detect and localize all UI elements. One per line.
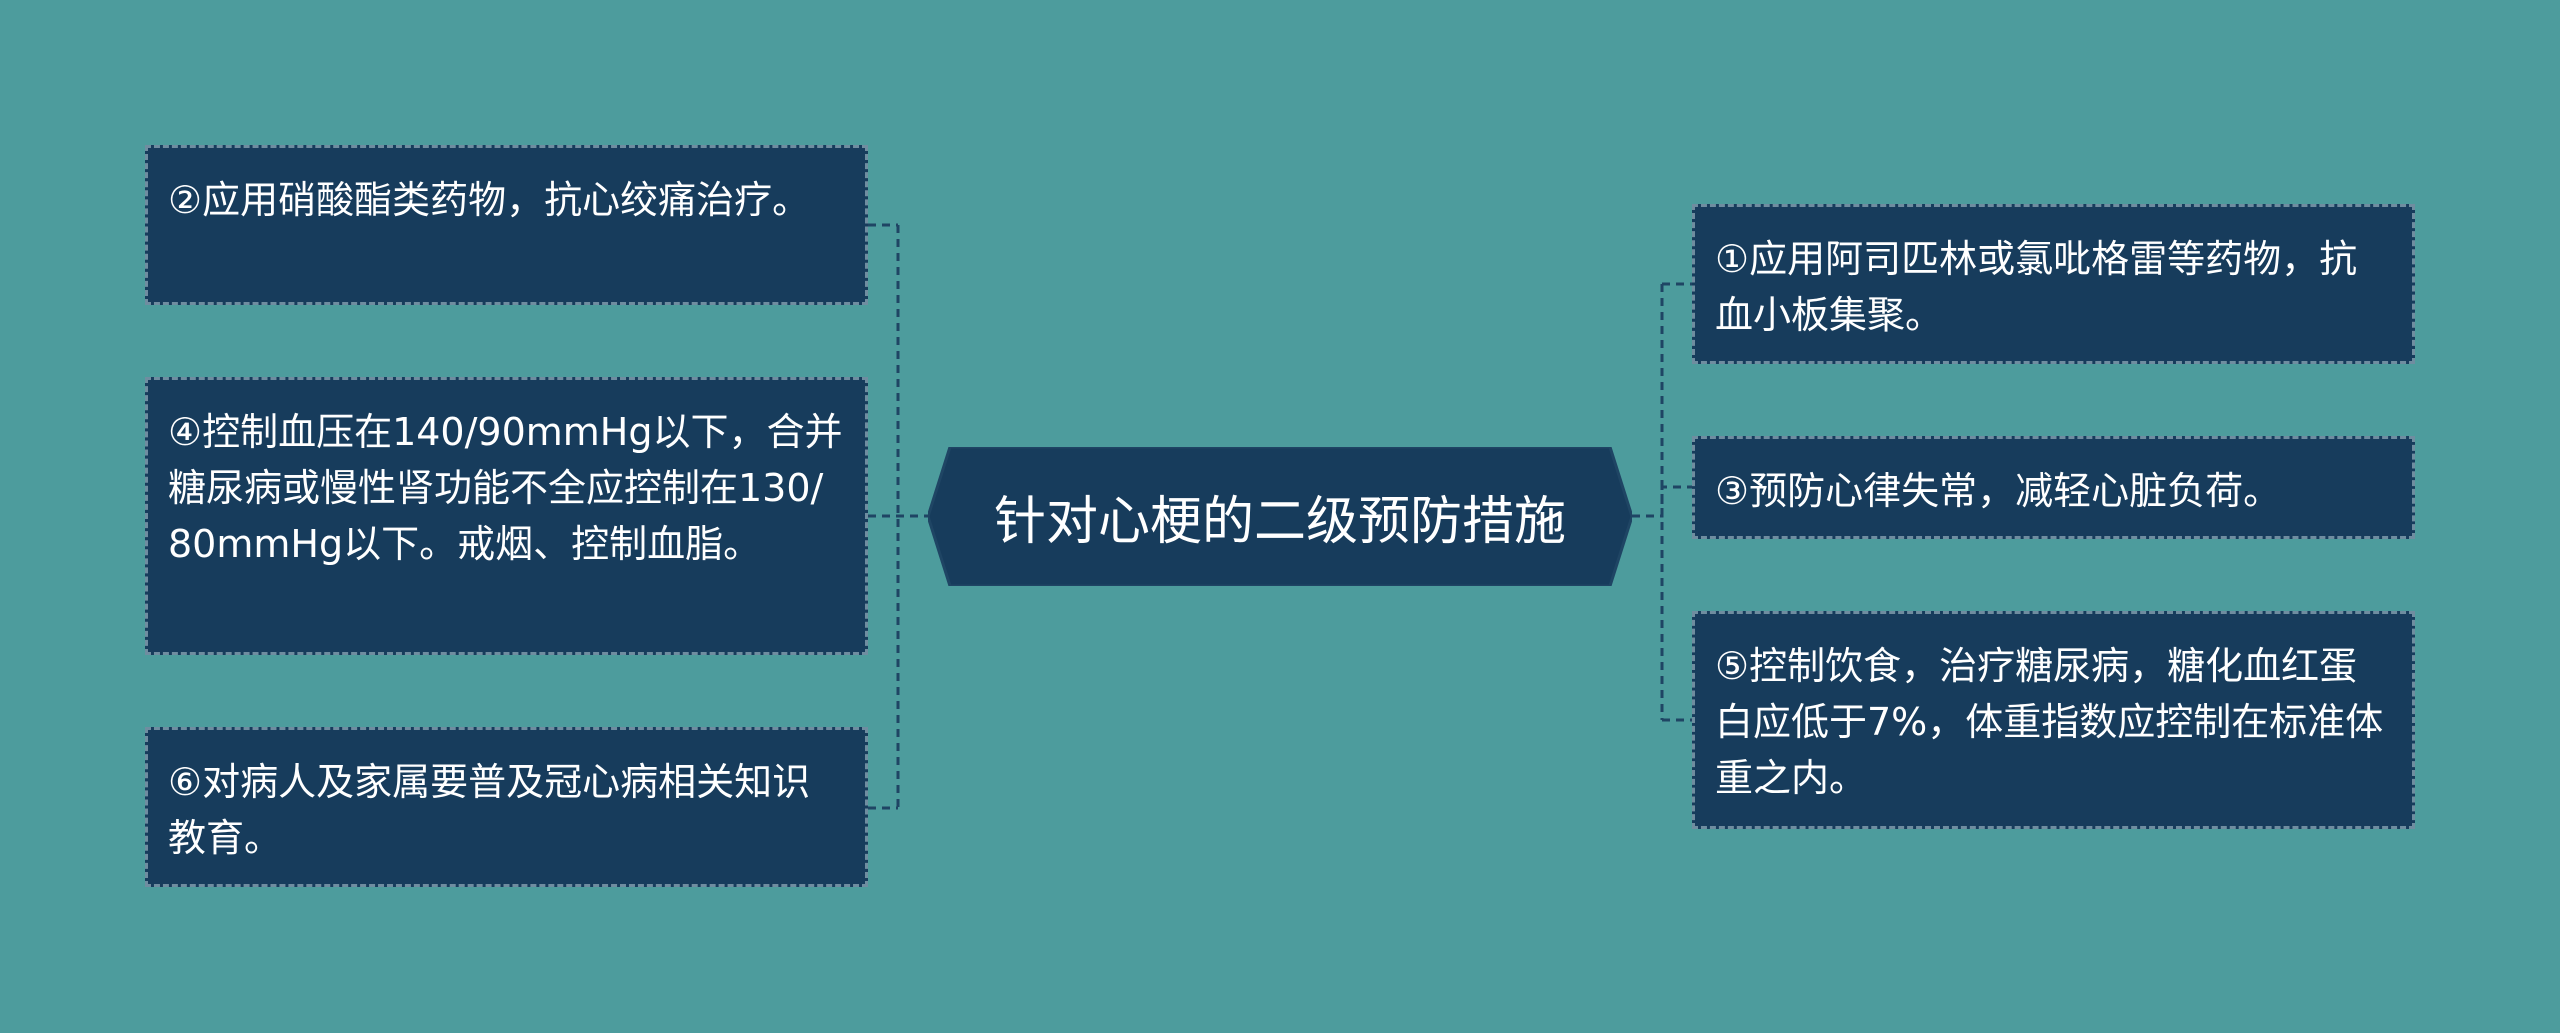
branch-node-left-1[interactable]: ②应用硝酸酯类药物，抗心绞痛治疗。 [145,145,868,305]
central-topic-node[interactable]: 针对心梗的二级预防措施 [928,447,1632,586]
branch-text: ⑥对病人及家属要普及冠心病相关知识教育。 [168,760,811,860]
branch-node-right-1[interactable]: ①应用阿司匹林或氯吡格雷等药物，抗血小板集聚。 [1692,204,2415,364]
branch-text: ④控制血压在140/90mmHg以下，合并糖尿病或慢性肾功能不全应控制在130/… [168,410,843,566]
branch-node-right-3[interactable]: ⑤控制饮食，治疗糖尿病，糖化血红蛋白应低于7%，体重指数应控制在标准体重之内。 [1692,611,2415,829]
branch-node-left-3[interactable]: ⑥对病人及家属要普及冠心病相关知识教育。 [145,727,868,887]
central-topic-title: 针对心梗的二级预防措施 [993,492,1566,552]
branch-node-right-2[interactable]: ③预防心律失常，减轻心脏负荷。 [1692,436,2415,539]
branch-text: ②应用硝酸酯类药物，抗心绞痛治疗。 [168,178,811,222]
branch-text: ①应用阿司匹林或氯吡格雷等药物，抗血小板集聚。 [1715,237,2358,337]
central-topic-hexagon [928,447,1632,586]
branch-node-left-2[interactable]: ④控制血压在140/90mmHg以下，合并糖尿病或慢性肾功能不全应控制在130/… [145,377,868,655]
branch-text: ③预防心律失常，减轻心脏负荷。 [1715,469,2282,513]
branch-text: ⑤控制饮食，治疗糖尿病，糖化血红蛋白应低于7%，体重指数应控制在标准体重之内。 [1715,644,2384,800]
connector-right-2 [1632,485,1692,518]
